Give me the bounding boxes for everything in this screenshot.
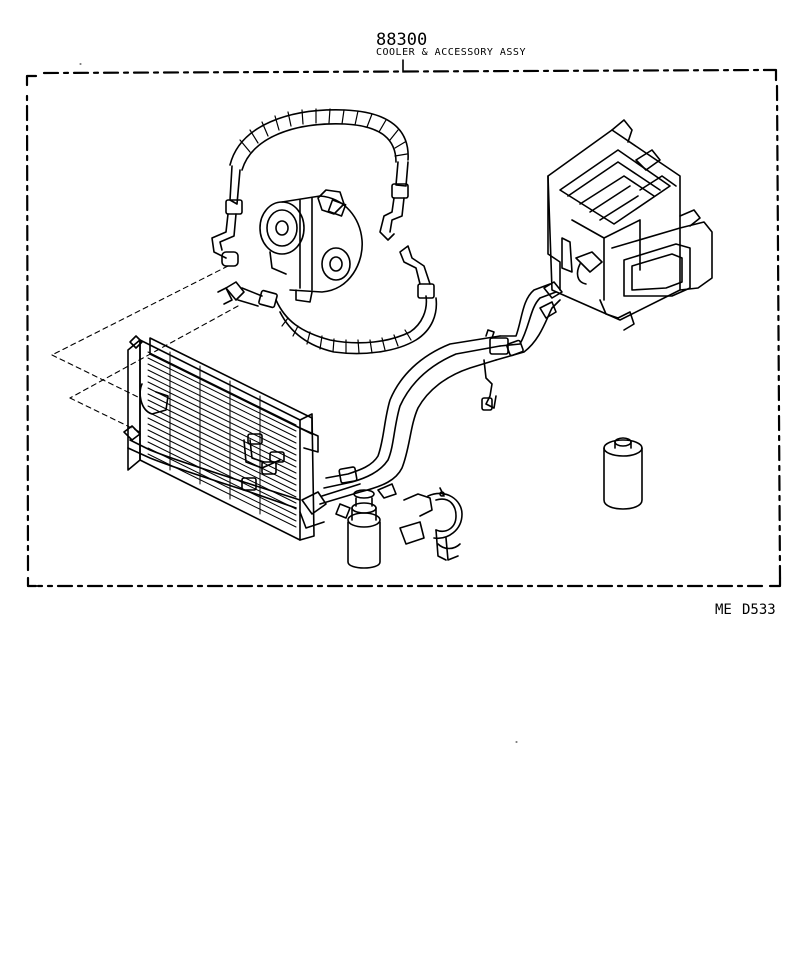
refrigerant-can xyxy=(603,437,643,510)
diagram-code: D533 xyxy=(742,602,776,618)
diagram-code-prefix: ME xyxy=(715,602,732,618)
part-number: 88300 xyxy=(376,30,428,50)
assembly-boundary xyxy=(25,68,782,588)
cooling-unit xyxy=(547,119,713,331)
liquid-tube xyxy=(323,335,501,489)
receiver-dryer xyxy=(335,483,397,569)
suction-hose xyxy=(217,245,438,355)
receiver-bracket xyxy=(399,487,463,561)
compressor-assembly xyxy=(259,189,363,303)
condenser xyxy=(123,335,327,541)
suction-tube xyxy=(319,281,563,505)
discharge-hose xyxy=(211,108,409,267)
print-specks xyxy=(79,63,518,743)
assembly-name: COOLER & ACCESSORY ASSY xyxy=(376,47,526,58)
